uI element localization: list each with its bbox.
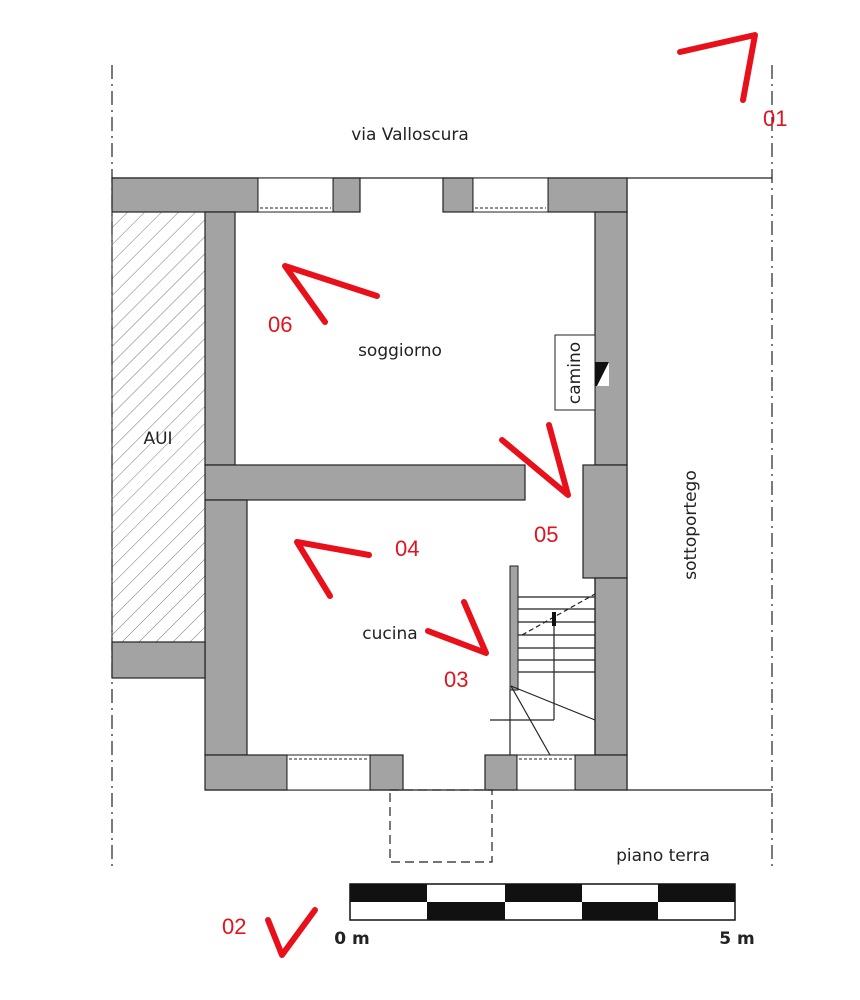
street-label: via Valloscura xyxy=(351,125,469,145)
viewpoint-06: 06 xyxy=(268,263,380,337)
walls xyxy=(111,177,628,791)
area-label-sottoportego: sottoportego xyxy=(681,470,701,580)
scale-bar: 0 m 5 m xyxy=(334,883,755,949)
svg-text:06: 06 xyxy=(268,312,292,337)
view-arrow-icon xyxy=(294,539,372,599)
viewpoint-05: 05 xyxy=(499,422,571,547)
svg-text:05: 05 xyxy=(534,522,558,547)
svg-text:02: 02 xyxy=(222,914,246,939)
view-arrow-icon xyxy=(282,263,380,325)
view-arrow-icon xyxy=(425,599,489,656)
view-arrow-icon xyxy=(499,422,571,498)
entrance-canopy xyxy=(389,789,493,863)
area-label-aui: AUI xyxy=(143,429,172,449)
fireplace: camino xyxy=(554,334,609,411)
view-arrow-icon xyxy=(265,907,318,958)
fireplace-label: camino xyxy=(565,342,585,404)
svg-text:03: 03 xyxy=(444,667,468,692)
viewpoint-03: 03 xyxy=(425,599,489,692)
svg-text:01: 01 xyxy=(763,106,787,131)
room-label-cucina: cucina xyxy=(362,624,417,644)
scale-start-label: 0 m xyxy=(334,929,369,949)
scale-end-label: 5 m xyxy=(719,929,754,949)
staircase xyxy=(490,565,596,756)
room-label-soggiorno: soggiorno xyxy=(358,341,442,361)
aui-area xyxy=(111,211,206,643)
floor-label: piano terra xyxy=(616,846,710,866)
viewpoint-02: 02 xyxy=(222,907,318,958)
svg-text:04: 04 xyxy=(395,536,419,561)
view-arrow-icon xyxy=(677,32,758,103)
viewpoint-04: 04 xyxy=(294,536,419,599)
windows xyxy=(257,177,576,791)
viewpoint-01: 01 xyxy=(677,32,787,131)
